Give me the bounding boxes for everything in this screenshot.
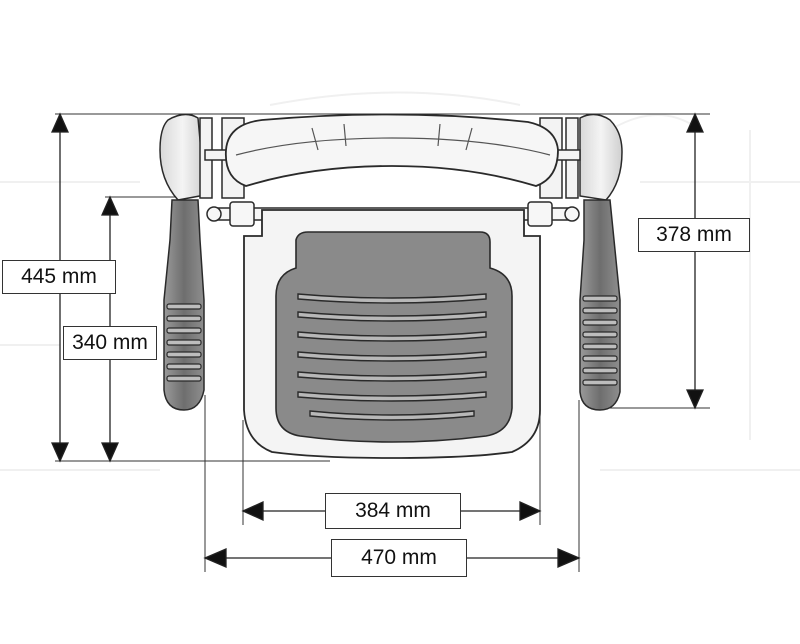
- seat-pad-grooves: [297, 293, 487, 421]
- dimension-378-line: [685, 112, 705, 410]
- left-armrest: [159, 113, 206, 411]
- backrest: [224, 113, 559, 187]
- seat-pad: [275, 231, 513, 443]
- right-grip-ridges: [582, 295, 618, 386]
- dimension-label-seat-width: 384 mm: [325, 493, 461, 529]
- dimension-label-overall-height: 445 mm: [2, 260, 116, 294]
- right-armrest: [579, 113, 623, 411]
- background-ghost-lines: [0, 91, 800, 471]
- dimension-label-seat-depth: 340 mm: [63, 326, 157, 360]
- dimension-label-overall-width: 470 mm: [331, 539, 467, 577]
- dimension-label-armrest-height: 378 mm: [638, 218, 750, 252]
- left-grip-ridges: [166, 303, 202, 382]
